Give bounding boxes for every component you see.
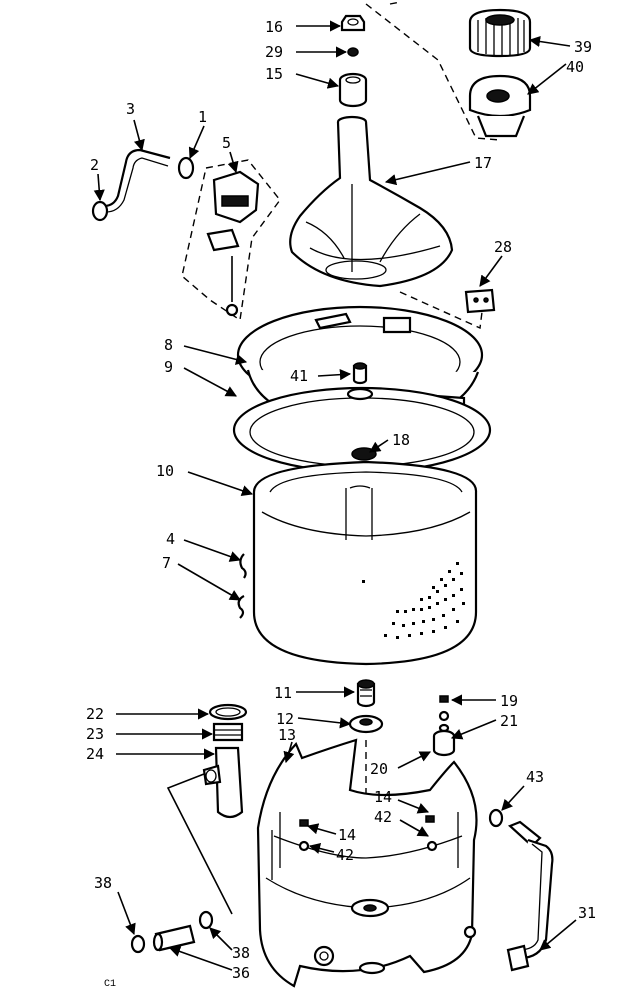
drive-bell-part [356, 679, 376, 708]
agitator-cap-part [340, 14, 366, 32]
spin-tub-nut-part [346, 362, 374, 401]
callout-label-1: 1 [198, 108, 207, 126]
callout-label-40: 40 [566, 58, 584, 76]
callout-label-15: 15 [265, 65, 283, 83]
outer-tub-part [256, 738, 478, 988]
softener-dispenser-cap-part [468, 8, 532, 58]
callout-label-36: 36 [232, 964, 250, 982]
callout-label-42-right: 42 [374, 808, 392, 826]
callout-label-5: 5 [222, 134, 231, 152]
splash-guard-part [348, 714, 384, 734]
callout-label-3: 3 [126, 100, 135, 118]
leader-lines [93, 20, 577, 971]
callout-label-22: 22 [86, 705, 104, 723]
callout-label-42-left: 42 [336, 846, 354, 864]
dispenser-bracket-part [206, 170, 260, 317]
callout-label-38-right: 38 [232, 944, 250, 962]
callout-label-9: 9 [164, 358, 173, 376]
callout-label-28: 28 [494, 238, 512, 256]
softener-dispenser-base-part [468, 74, 532, 138]
callout-label-8: 8 [164, 336, 173, 354]
spin-basket-part [252, 460, 478, 666]
callout-label-20: 20 [370, 760, 388, 778]
callout-label-39: 39 [574, 38, 592, 56]
fill-hose-part [91, 148, 195, 222]
washer-part [347, 47, 359, 57]
lid-switch-actuator-part [464, 288, 496, 314]
callout-label-2: 2 [90, 156, 99, 174]
callout-label-16: 16 [265, 18, 283, 36]
callout-label-21: 21 [500, 712, 518, 730]
callout-label-19: 19 [500, 692, 518, 710]
callout-labels: 16 29 15 39 40 17 3 1 2 5 28 8 9 41 18 1… [86, 18, 596, 990]
pump-tube-part [202, 703, 248, 819]
hose-clamp-part [130, 934, 146, 954]
callout-label-13: 13 [278, 726, 296, 744]
callout-label-18: 18 [392, 431, 410, 449]
drain-hose-part [488, 808, 554, 972]
callout-label-4: 4 [166, 530, 175, 548]
diagram-code: C1 [104, 979, 116, 990]
callout-label-43: 43 [526, 768, 544, 786]
callout-label-14-left: 14 [338, 826, 356, 844]
callout-label-31: 31 [578, 904, 596, 922]
agitator-bolt-part [338, 72, 368, 108]
callout-label-17: 17 [474, 154, 492, 172]
agitator-part [289, 115, 454, 288]
callout-label-41: 41 [290, 367, 308, 385]
callout-label-29: 29 [265, 43, 283, 61]
callout-label-12: 12 [276, 710, 294, 728]
callout-label-38-left: 38 [94, 874, 112, 892]
callout-label-23: 23 [86, 725, 104, 743]
hose-clamp-part [198, 910, 214, 930]
callout-label-7: 7 [162, 554, 171, 572]
clip-part [239, 553, 247, 579]
pump-fitting-part [432, 695, 456, 757]
callout-label-24: 24 [86, 745, 104, 763]
callout-label-14-right: 14 [374, 788, 392, 806]
callout-label-10: 10 [156, 462, 174, 480]
callout-label-11: 11 [274, 684, 292, 702]
drain-connector-part [152, 924, 196, 952]
basket-perforations [362, 562, 465, 639]
